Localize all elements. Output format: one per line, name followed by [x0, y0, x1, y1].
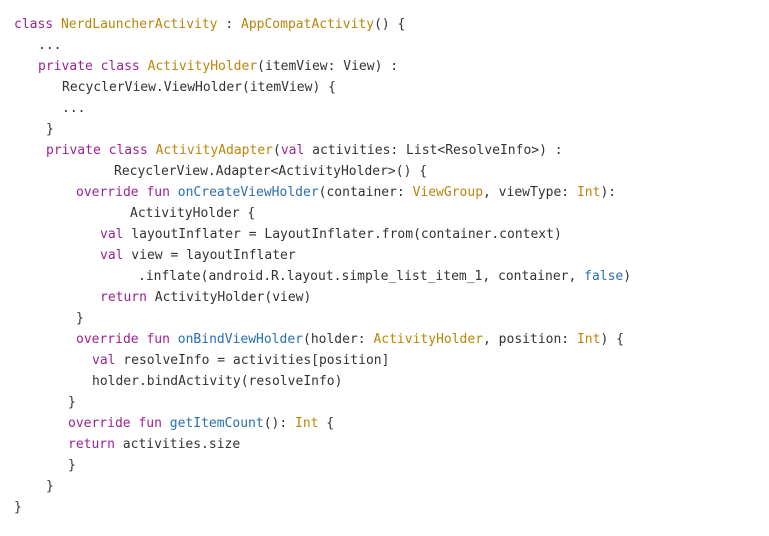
code-token: ) {: [600, 332, 624, 347]
code-token: return: [68, 437, 115, 452]
code-token: (holder:: [303, 332, 374, 347]
code-token: AppCompatActivity: [241, 17, 375, 32]
code-line: }: [68, 392, 76, 413]
code-token: ViewGroup: [412, 185, 484, 200]
code-line: return activities.size: [68, 434, 240, 455]
code-token: class: [108, 143, 148, 158]
code-line: val resolveInfo = activities[position]: [92, 350, 389, 371]
code-line: .inflate(android.R.layout.simple_list_it…: [138, 266, 631, 287]
code-token: false: [584, 269, 624, 284]
code-line: RecyclerView.Adapter<ActivityHolder>() {: [114, 161, 427, 182]
code-line: val layoutInflater = LayoutInflater.from…: [100, 224, 562, 245]
code-line: override fun onCreateViewHolder(containe…: [76, 182, 616, 203]
code-line: override fun getItemCount(): Int {: [68, 413, 334, 434]
code-token: [140, 59, 148, 74]
code-token: {: [318, 416, 335, 431]
code-line: }: [46, 476, 54, 497]
code-token: RecyclerView.Adapter<ActivityHolder>() {: [114, 164, 428, 179]
code-token: , position:: [483, 332, 577, 347]
code-token: }: [14, 500, 22, 515]
code-line: ...: [38, 35, 61, 56]
code-token: class: [100, 59, 140, 74]
code-token: return: [100, 290, 147, 305]
code-token: activities: List<ResolveInfo>) :: [304, 143, 563, 158]
code-line: holder.bindActivity(resolveInfo): [92, 371, 342, 392]
code-line: RecyclerView.ViewHolder(itemView) {: [62, 77, 336, 98]
code-token: (itemView: View) :: [257, 59, 399, 74]
code-token: [101, 143, 109, 158]
code-line: }: [46, 119, 54, 140]
code-token: Int: [576, 332, 601, 347]
code-line: ActivityHolder {: [130, 203, 255, 224]
code-token: override: [76, 185, 139, 200]
code-token: RecyclerView.ViewHolder(itemView) {: [62, 80, 336, 95]
code-token: override: [68, 416, 131, 431]
code-line: }: [68, 455, 76, 476]
code-token: [170, 185, 178, 200]
code-token: activities.size: [114, 437, 241, 452]
code-token: getItemCount: [169, 416, 264, 431]
code-token: [53, 17, 61, 32]
code-token: ActivityAdapter: [155, 143, 273, 158]
code-token: override: [76, 332, 139, 347]
code-token: ActivityHolder(view): [146, 290, 312, 305]
code-token: ...: [38, 38, 62, 53]
code-line: return ActivityHolder(view): [100, 287, 311, 308]
code-token: resolveInfo = activities[position]: [115, 353, 390, 368]
code-token: class: [14, 17, 54, 32]
code-token: Int: [295, 416, 319, 431]
code-line: override fun onBindViewHolder(holder: Ac…: [76, 329, 624, 350]
code-token: .inflate(android.R.layout.simple_list_it…: [138, 269, 585, 284]
code-token: fun: [138, 416, 162, 431]
code-line: }: [76, 308, 84, 329]
code-token: (: [273, 143, 281, 158]
code-line: ...: [62, 98, 85, 119]
code-token: private: [38, 59, 93, 74]
code-token: fun: [146, 185, 170, 200]
code-token: private: [46, 143, 101, 158]
code-line: private class ActivityHolder(itemView: V…: [38, 56, 398, 77]
code-token: [162, 416, 170, 431]
code-token: val: [100, 227, 124, 242]
code-token: layoutInflater = LayoutInflater.from(con…: [123, 227, 562, 242]
code-token: val: [92, 353, 116, 368]
code-line: val view = layoutInflater: [100, 245, 296, 266]
code-token: }: [46, 479, 54, 494]
code-token: ...: [62, 101, 86, 116]
code-token: }: [76, 311, 84, 326]
code-token: fun: [146, 332, 170, 347]
code-token: , viewType:: [483, 185, 577, 200]
code-token: Int: [576, 185, 601, 200]
code-token: val: [280, 143, 305, 158]
code-token: }: [68, 458, 76, 473]
code-token: ActivityHolder: [373, 332, 484, 347]
code-token: }: [46, 122, 54, 137]
code-line: class NerdLauncherActivity : AppCompatAc…: [14, 14, 405, 35]
code-line: private class ActivityAdapter(val activi…: [46, 140, 563, 161]
code-token: [148, 143, 156, 158]
code-token: val: [100, 248, 124, 263]
code-token: [170, 332, 178, 347]
code-token: [93, 59, 101, 74]
code-token: holder.bindActivity(resolveInfo): [92, 374, 343, 389]
code-token: () {: [374, 17, 406, 32]
code-token: onBindViewHolder: [177, 332, 303, 347]
code-token: }: [68, 395, 76, 410]
code-token: ():: [263, 416, 295, 431]
code-token: (container:: [318, 185, 413, 200]
code-token: ActivityHolder: [147, 59, 258, 74]
code-token: view = layoutInflater: [123, 248, 296, 263]
code-line: }: [14, 497, 22, 518]
code-token: onCreateViewHolder: [177, 185, 319, 200]
code-token: ): [623, 269, 632, 284]
code-token: :: [217, 17, 241, 32]
code-token: ActivityHolder {: [130, 206, 256, 221]
code-token: ):: [600, 185, 617, 200]
code-token: NerdLauncherActivity: [60, 17, 218, 32]
